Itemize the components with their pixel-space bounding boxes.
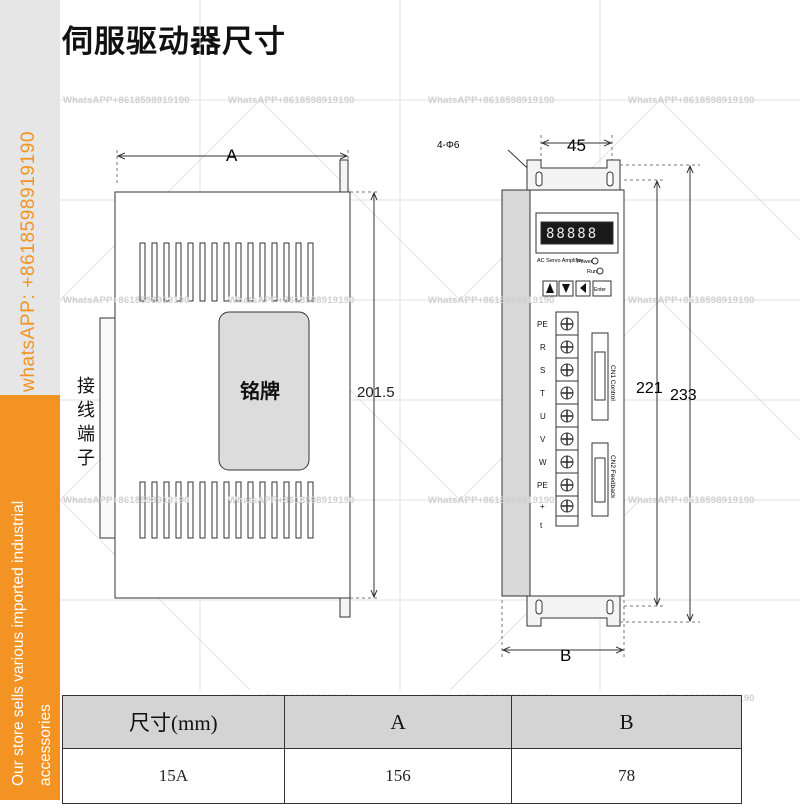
watermark: WhatsAPP+8618598919190 [228, 95, 355, 106]
watermark: WhatsAPP+8618598919190 [628, 295, 755, 306]
run-led-label: Run [587, 269, 597, 275]
store-promo-line-1: Our store sells various imported industr… [10, 500, 27, 786]
ad-orange-block [0, 395, 60, 800]
terminal-s: S [540, 366, 545, 375]
height-221-label: 221 [636, 380, 663, 397]
watermark: WhatsAPP+8618598919190 [63, 495, 190, 506]
watermark: WhatsAPP+8618598919190 [428, 495, 555, 506]
terminal-label-char-2: 线 [77, 400, 95, 421]
nameplate-label: 铭牌 [240, 379, 280, 403]
page-title: 伺服驱动器尺寸 [62, 24, 286, 60]
mount-hole-label: 4-Φ6 [437, 140, 460, 151]
enter-button-label: Enter [594, 287, 606, 293]
table-header-row: 尺寸(mm) A B [62, 695, 742, 749]
vent-slots-top [139, 242, 314, 302]
terminal-r: R [540, 343, 546, 352]
height-201-label: 201.5 [357, 384, 395, 401]
vent-slots-bottom [139, 481, 314, 539]
terminal-label-char-4: 子 [77, 448, 95, 469]
watermark: WhatsAPP+8618598919190 [228, 295, 355, 306]
cn2-label: CN2 Feedback [609, 455, 616, 499]
table-header-b: B [511, 695, 742, 749]
terminal-block [555, 311, 579, 527]
terminal-t: T [540, 389, 545, 398]
drawing-canvas: A 201.5 铭牌 接 线 端 子 4-Φ6 45 221 233 B AC … [60, 0, 800, 690]
table-row: 15A 156 78 [62, 748, 742, 804]
panel-title: AC Servo Amplifier [537, 258, 583, 264]
table-cell-model: 15A [62, 748, 285, 804]
whatsapp-contact: whatsAPP: +8618598919190 [18, 130, 39, 392]
watermark: WhatsAPP+8618598919190 [228, 495, 355, 506]
width-45-label: 45 [567, 136, 586, 155]
watermark: WhatsAPP+8618598919190 [628, 95, 755, 106]
dimension-a-label: A [226, 146, 238, 165]
terminal-plus: + [540, 502, 545, 511]
terminal-w: W [539, 458, 547, 467]
watermark: WhatsAPP+8618598919190 [63, 295, 190, 306]
side-view [99, 150, 380, 618]
table-cell-a: 156 [283, 748, 513, 804]
watermark: WhatsAPP+8618598919190 [428, 295, 555, 306]
terminal-v: V [540, 435, 546, 444]
watermark: WhatsAPP+8618598919190 [63, 95, 190, 106]
watermark: WhatsAPP+8618598919190 [428, 95, 555, 106]
led-display-digits: 88888 [546, 226, 598, 242]
dimension-drawing: A 201.5 铭牌 接 线 端 子 4-Φ6 45 221 233 B AC … [60, 0, 800, 704]
table-header-size: 尺寸(mm) [62, 695, 285, 749]
terminal-u: U [540, 412, 546, 421]
terminal-t-lower: t [540, 521, 543, 530]
cn1-label: CN1 Control [609, 365, 616, 401]
terminal-pe-2: PE [537, 481, 548, 490]
width-b-label: B [560, 646, 571, 665]
dimension-table: 尺寸(mm) A B 15A 156 78 [62, 695, 742, 804]
height-233-label: 233 [670, 387, 697, 404]
table-header-a: A [283, 695, 513, 749]
front-view [501, 135, 700, 660]
terminal-label-char-3: 端 [77, 424, 95, 445]
store-promo-line-2: accessories [37, 704, 54, 786]
table-cell-b: 78 [511, 748, 742, 804]
ad-sidebar: whatsAPP: +8618598919190 Our store sells… [0, 0, 60, 800]
terminal-label-char-1: 接 [77, 376, 95, 397]
watermark: WhatsAPP+8618598919190 [628, 495, 755, 506]
power-led-label: Power [577, 259, 593, 265]
terminal-pe-1: PE [537, 320, 548, 329]
